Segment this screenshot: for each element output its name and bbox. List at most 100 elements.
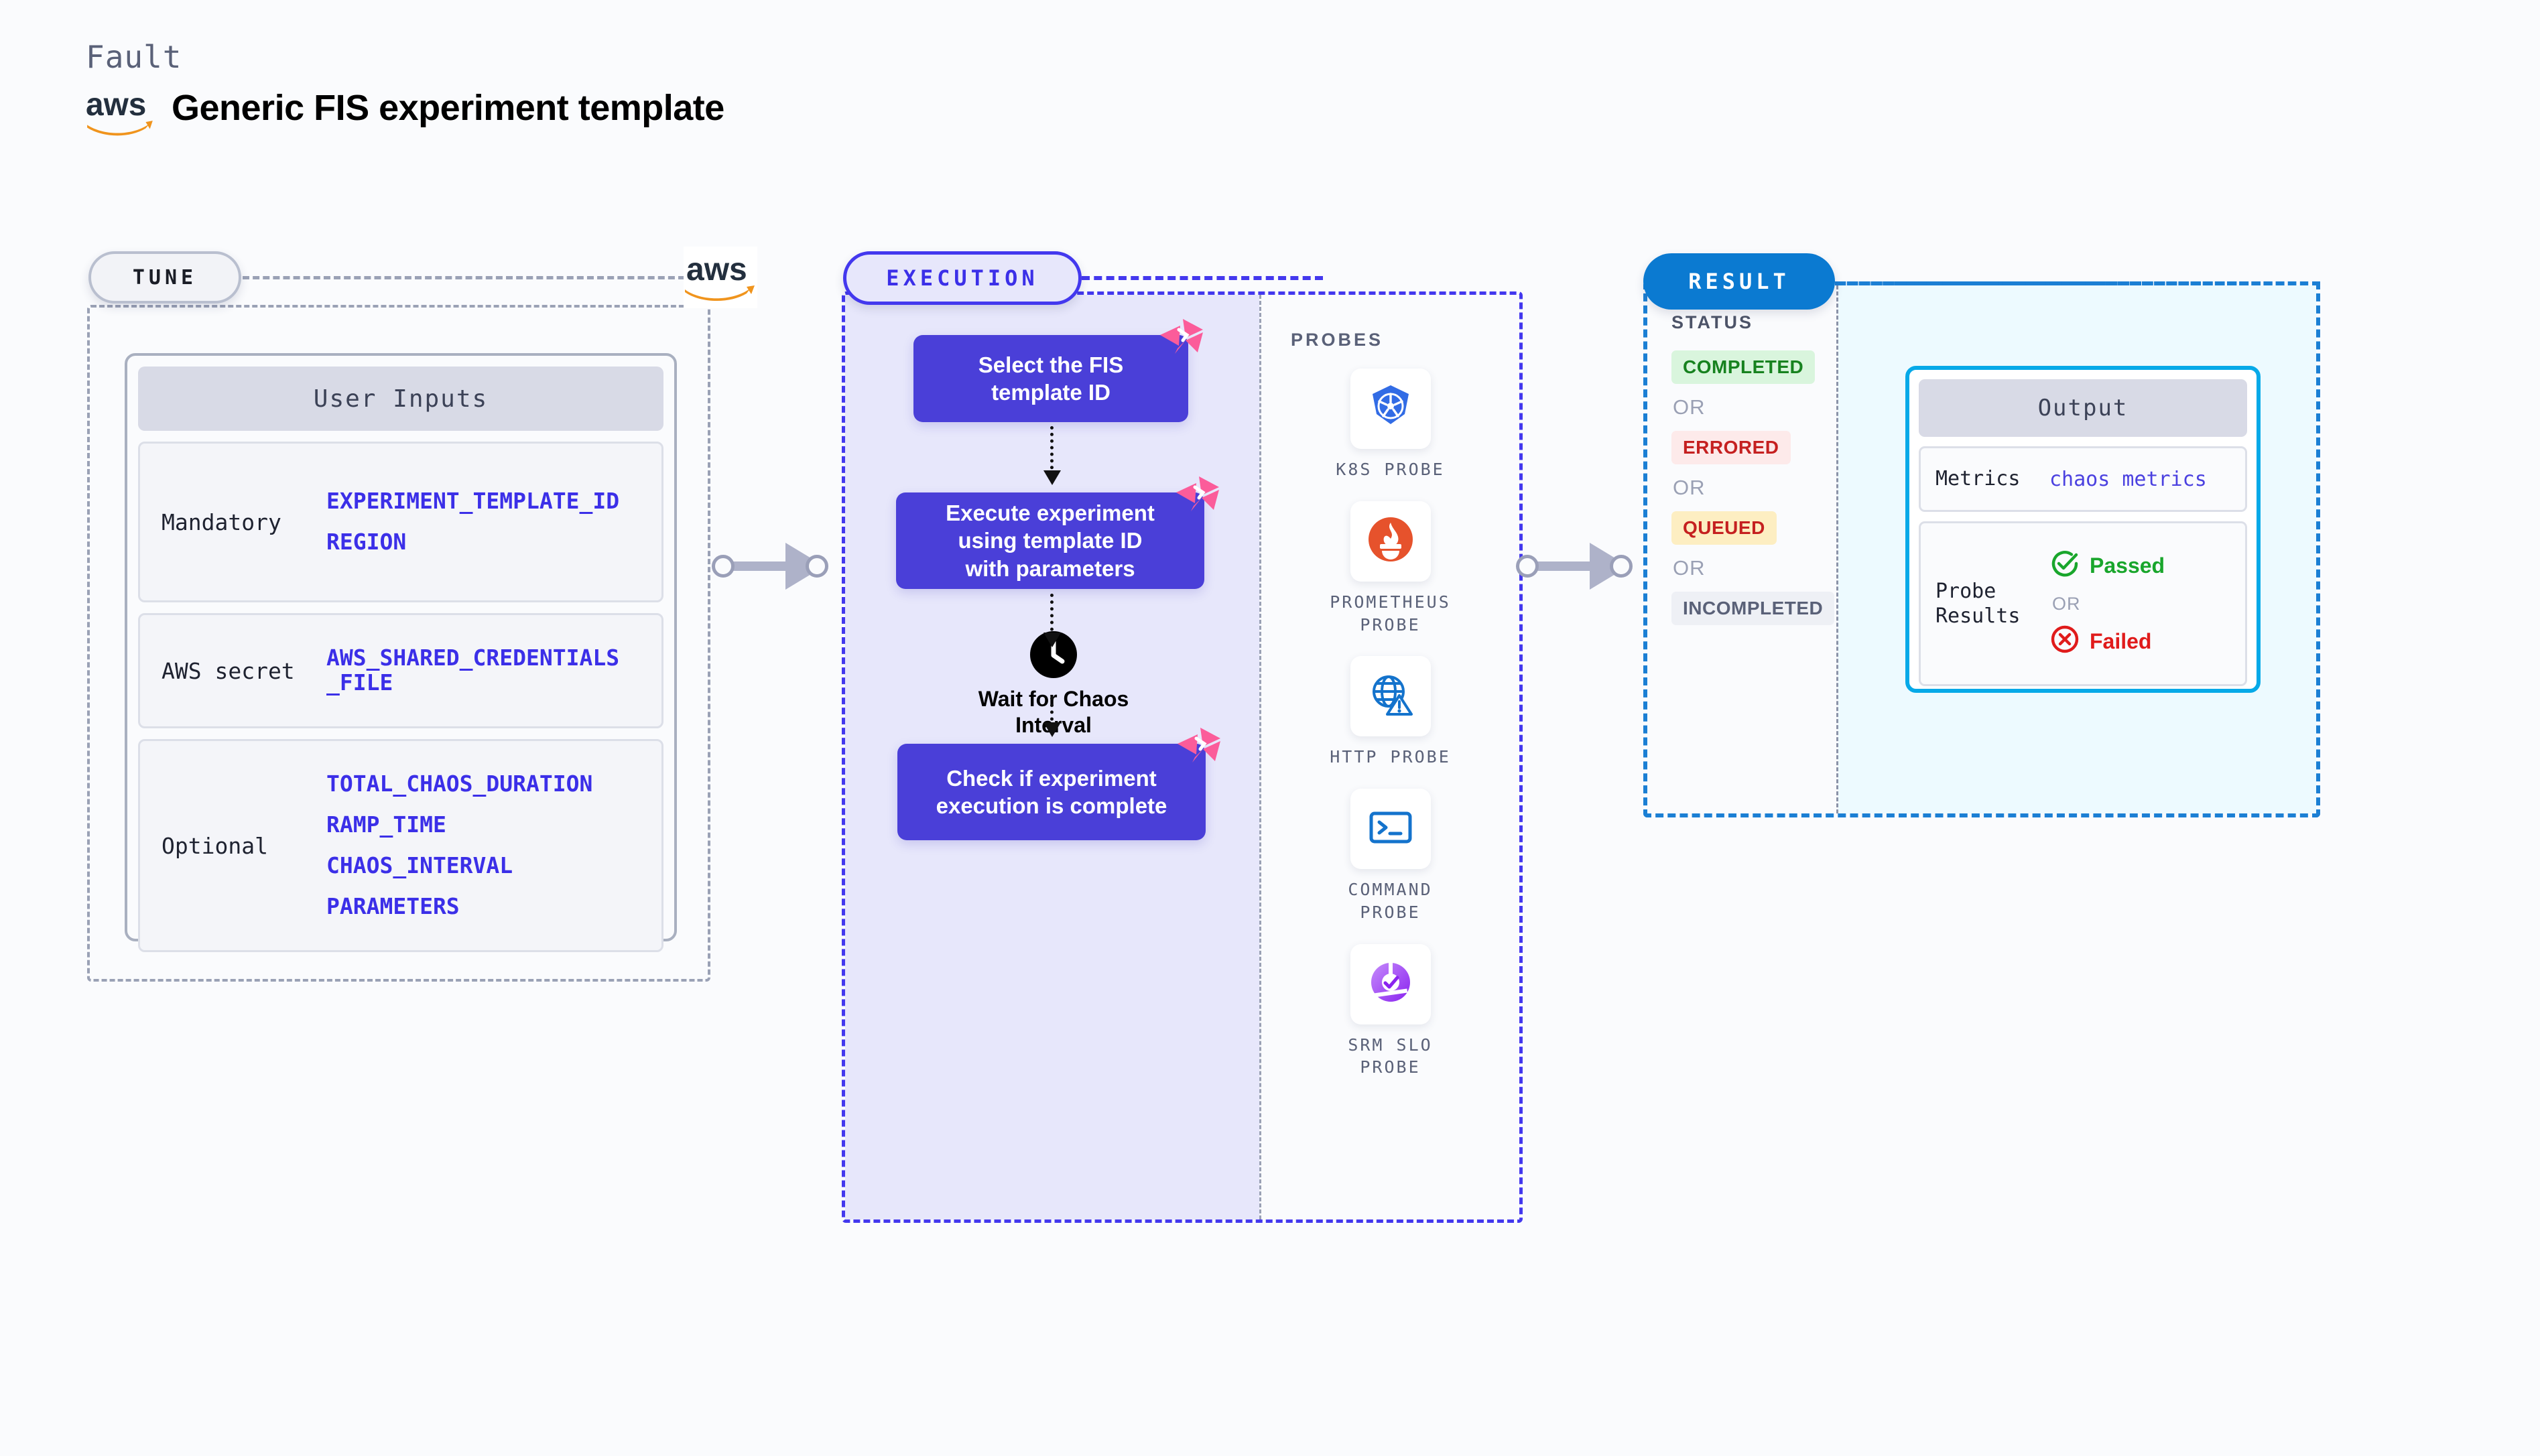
execution-section-pill[interactable]: EXECUTION — [843, 251, 1082, 305]
probe-item-http[interactable]: HTTP PROBE — [1304, 656, 1478, 769]
probe-tile — [1350, 501, 1431, 582]
status-badge-incompleted: INCOMPLETED — [1671, 592, 1835, 625]
connector-tune-to-execution — [712, 536, 846, 596]
probe-label: SRM SLO PROBE — [1348, 1035, 1433, 1077]
input-var-list: AWS_SHARED_CREDENTIALS _FILE — [326, 645, 620, 696]
probe-item-k8s[interactable]: K8S PROBE — [1304, 369, 1478, 481]
flow-step-execute-experiment[interactable]: Execute experiment using template ID wit… — [896, 476, 1219, 589]
flow-step-label: Check if experiment execution is complet… — [936, 765, 1167, 818]
input-var[interactable]: CHAOS_INTERVAL — [326, 852, 513, 878]
connector-execution-to-result — [1516, 536, 1650, 596]
http-globe-warning-icon — [1366, 670, 1415, 723]
input-var-list: TOTAL_CHAOS_DURATION RAMP_TIME CHAOS_INT… — [326, 771, 593, 919]
input-group-label: AWS secret — [162, 657, 295, 684]
svg-text:aws: aws — [86, 87, 146, 123]
probe-item-prometheus[interactable]: PROMETHEUS PROBE — [1304, 501, 1478, 637]
probe-list: K8S PROBE PROMETHEUS PROBE — [1261, 369, 1519, 1079]
probe-result-passed: Passed — [2049, 548, 2165, 584]
status-badge-queued: QUEUED — [1671, 511, 1777, 545]
result-dashed-top-border — [1835, 281, 2320, 285]
flow-arrow-icon — [1043, 697, 1061, 737]
litmus-chaos-badge-icon — [1159, 318, 1206, 365]
probes-heading: PROBES — [1291, 330, 1384, 350]
user-inputs-title: User Inputs — [138, 367, 663, 431]
check-circle-icon — [2049, 548, 2080, 584]
flow-arrow-icon — [1043, 594, 1061, 647]
flow-step-check-completion[interactable]: Check if experiment execution is complet… — [897, 728, 1220, 840]
page-header: Fault aws Generic FIS experiment templat… — [86, 39, 724, 137]
probe-tile — [1350, 943, 1431, 1024]
flow-arrow-icon — [1043, 426, 1061, 485]
status-or-label: OR — [1673, 476, 1706, 499]
tune-panel: User Inputs Mandatory EXPERIMENT_TEMPLAT… — [87, 305, 710, 982]
status-strip: STATUS COMPLETED OR ERRORED OR QUEUED OR… — [1647, 285, 1838, 813]
execution-panel: Select the FIS template ID Execute exper… — [842, 291, 1523, 1223]
input-var[interactable]: EXPERIMENT_TEMPLATE_ID — [326, 488, 620, 515]
prometheus-icon — [1366, 515, 1415, 568]
input-group-mandatory: Mandatory EXPERIMENT_TEMPLATE_ID REGION — [138, 442, 663, 602]
status-badge-errored: ERRORED — [1671, 431, 1791, 464]
probe-label: PROMETHEUS PROBE — [1330, 592, 1451, 635]
output-title: Output — [1919, 379, 2247, 437]
litmus-chaos-badge-icon — [1175, 475, 1222, 522]
probe-label: HTTP PROBE — [1330, 747, 1451, 767]
probe-item-srm-slo[interactable]: SRM SLO PROBE — [1304, 943, 1478, 1079]
litmus-chaos-badge-icon — [1176, 726, 1223, 773]
probe-item-command[interactable]: COMMAND PROBE — [1304, 789, 1478, 924]
result-body: Output Metrics chaos metrics Probe Resul… — [1838, 285, 2316, 813]
probe-result-failed: Failed — [2049, 624, 2165, 660]
connector-endpoint-dot — [1516, 555, 1539, 578]
x-circle-icon — [2049, 624, 2080, 660]
input-var[interactable]: TOTAL_CHAOS_DURATION — [326, 771, 593, 797]
output-row-metrics: Metrics chaos metrics — [1919, 446, 2247, 512]
page-title: Generic FIS experiment template — [172, 88, 724, 128]
tune-dashed-connector — [243, 276, 685, 279]
status-badge-completed: COMPLETED — [1671, 350, 1816, 384]
connector-endpoint-dot — [712, 555, 735, 578]
input-var[interactable]: RAMP_TIME — [326, 811, 446, 838]
output-card: Output Metrics chaos metrics Probe Resul… — [1905, 366, 2261, 693]
result-panel: STATUS COMPLETED OR ERRORED OR QUEUED OR… — [1643, 281, 2320, 817]
probe-or-label: OR — [2052, 593, 2081, 614]
output-row-label: Metrics — [1935, 467, 2021, 491]
srm-slo-donut-icon — [1366, 957, 1415, 1010]
status-or-label: OR — [1673, 395, 1706, 419]
svg-text:aws: aws — [686, 252, 747, 287]
metrics-value[interactable]: chaos metrics — [2049, 467, 2207, 491]
output-row-label: Probe Results — [1935, 579, 2021, 628]
input-var[interactable]: AWS_SHARED_CREDENTIALS _FILE — [326, 645, 620, 696]
eyebrow-label: Fault — [86, 39, 182, 75]
terminal-icon — [1366, 803, 1415, 856]
title-row: aws Generic FIS experiment template — [86, 82, 724, 137]
aws-logo-icon: aws — [86, 84, 155, 137]
kubernetes-icon — [1366, 383, 1415, 436]
result-section-pill[interactable]: RESULT — [1643, 253, 1835, 310]
probe-tile — [1350, 789, 1431, 869]
flow-step-select-template[interactable]: Select the FIS template ID — [913, 319, 1203, 422]
user-inputs-card: User Inputs Mandatory EXPERIMENT_TEMPLAT… — [125, 353, 677, 952]
status-or-label: OR — [1673, 556, 1706, 580]
input-group-optional: Optional TOTAL_CHAOS_DURATION RAMP_TIME … — [138, 739, 663, 952]
probe-label: COMMAND PROBE — [1348, 880, 1433, 922]
execution-dashed-top-border — [1082, 276, 1323, 280]
probes-column: PROBES — [1259, 295, 1519, 1219]
probe-result-values: Passed OR Failed — [2049, 548, 2165, 660]
tune-section-pill[interactable]: TUNE — [88, 251, 241, 304]
probe-tile — [1350, 369, 1431, 449]
aws-logo-icon-connector: aws — [684, 247, 757, 308]
flow-step-label: Execute experiment using template ID wit… — [946, 501, 1155, 581]
flow-step-label: Select the FIS template ID — [978, 352, 1124, 405]
passed-label: Passed — [2090, 553, 2165, 578]
probe-tile — [1350, 656, 1431, 737]
input-group-aws-secret: AWS secret AWS_SHARED_CREDENTIALS _FILE — [138, 613, 663, 728]
failed-label: Failed — [2090, 629, 2152, 653]
connector-endpoint-dot — [806, 555, 828, 578]
status-heading: STATUS — [1671, 312, 1753, 332]
output-row-probe-results: Probe Results Passed OR — [1919, 521, 2247, 686]
input-var[interactable]: REGION — [326, 529, 407, 555]
input-var-list: EXPERIMENT_TEMPLATE_ID REGION — [326, 488, 620, 555]
input-var[interactable]: PARAMETERS — [326, 892, 460, 919]
execution-flow-column: Select the FIS template ID Execute exper… — [845, 295, 1259, 1219]
probe-label: K8S PROBE — [1336, 460, 1445, 479]
connector-endpoint-dot — [1610, 555, 1633, 578]
